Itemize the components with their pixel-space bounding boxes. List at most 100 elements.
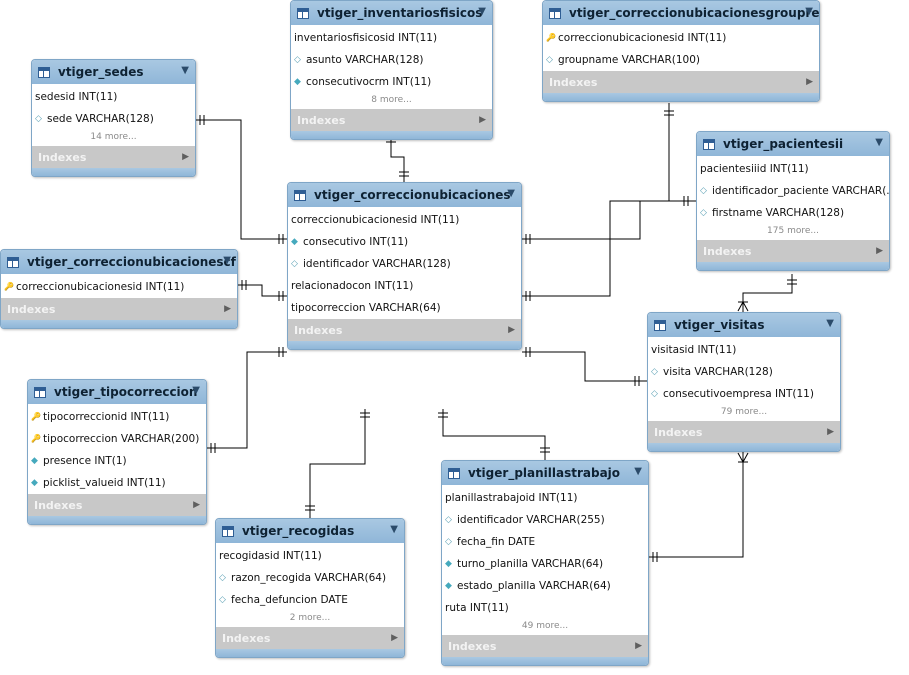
column-row[interactable]: ◇identificador VARCHAR(128) — [288, 253, 521, 275]
collapse-toggle-icon[interactable]: ▼ — [478, 6, 486, 17]
indexes-section[interactable]: Indexes ▶ — [32, 146, 195, 168]
table-header[interactable]: vtiger_recogidas▼ — [216, 519, 404, 543]
table-header[interactable]: vtiger_correccionubicacionesgrouprel▼ — [543, 1, 819, 25]
column-row[interactable]: planillastrabajoid INT(11) — [442, 487, 648, 509]
column-row[interactable]: ruta INT(11) — [442, 597, 648, 619]
column-row[interactable]: 🔑tipocorreccionid INT(11) — [28, 406, 206, 428]
collapse-toggle-icon[interactable]: ▼ — [192, 385, 200, 396]
table-header[interactable]: vtiger_planillastrabajo▼ — [442, 461, 648, 485]
column-row[interactable]: ◇fecha_defuncion DATE — [216, 589, 404, 611]
column-row[interactable]: 🔑correccionubicacionesid INT(11) — [1, 276, 237, 298]
column-row[interactable]: 🔑tipocorreccion VARCHAR(200) — [28, 428, 206, 450]
expand-indexes-icon[interactable]: ▶ — [508, 325, 515, 335]
collapse-toggle-icon[interactable]: ▼ — [875, 137, 883, 148]
column-row[interactable]: ◇visita VARCHAR(128) — [648, 361, 840, 383]
table-header[interactable]: vtiger_correccionubicacionescf▼ — [1, 250, 237, 274]
expand-indexes-icon[interactable]: ▶ — [224, 304, 231, 314]
table-vtiger-correccionubicacionesgrouprel[interactable]: vtiger_correccionubicacionesgrouprel▼🔑co… — [542, 0, 820, 102]
indexes-section[interactable]: Indexes ▶ — [543, 71, 819, 93]
expand-indexes-icon[interactable]: ▶ — [806, 77, 813, 87]
expand-indexes-icon[interactable]: ▶ — [827, 427, 834, 437]
collapse-toggle-icon[interactable]: ▼ — [634, 466, 642, 477]
column-row[interactable]: ◇consecutivoempresa INT(11) — [648, 383, 840, 405]
table-header[interactable]: vtiger_inventariosfisicos▼ — [291, 1, 492, 25]
table-vtiger-visitas[interactable]: vtiger_visitas▼visitasid INT(11)◇visita … — [647, 312, 841, 452]
table-header[interactable]: vtiger_pacientesii▼ — [697, 132, 889, 156]
column-row[interactable]: visitasid INT(11) — [648, 339, 840, 361]
column-row[interactable]: pacientesiiid INT(11) — [697, 158, 889, 180]
expand-indexes-icon[interactable]: ▶ — [479, 115, 486, 125]
column-row[interactable]: ◇fecha_fin DATE — [442, 531, 648, 553]
collapse-toggle-icon[interactable]: ▼ — [805, 6, 813, 17]
column-row[interactable]: ◇sede VARCHAR(128) — [32, 108, 195, 130]
more-columns-link[interactable]: 14 more... — [90, 132, 137, 142]
expand-indexes-icon[interactable]: ▶ — [635, 641, 642, 651]
column-row[interactable]: ◆consecutivocrm INT(11) — [291, 71, 492, 93]
table-vtiger-correccionubicacionescf[interactable]: vtiger_correccionubicacionescf▼🔑correcci… — [0, 249, 238, 329]
more-columns-link[interactable]: 2 more... — [289, 613, 331, 623]
column-row[interactable]: ◇asunto VARCHAR(128) — [291, 49, 492, 71]
column-row[interactable]: tipocorreccion VARCHAR(64) — [288, 297, 521, 319]
indexes-section[interactable]: Indexes▶ — [442, 635, 648, 657]
column-row[interactable]: inventariosfisicosid INT(11) — [291, 27, 492, 49]
column-row[interactable]: ◆turno_planilla VARCHAR(64) — [442, 553, 648, 575]
table-header[interactable]: vtiger_tipocorreccion▼ — [28, 380, 206, 404]
collapse-toggle-icon[interactable]: ▼ — [181, 65, 189, 76]
collapse-toggle-icon[interactable]: ▼ — [223, 255, 231, 266]
column-row[interactable]: ◇identificador VARCHAR(255) — [442, 509, 648, 531]
indexes-label: Indexes — [549, 75, 598, 89]
indexes-section[interactable]: Indexes▶ — [291, 109, 492, 131]
indexes-section[interactable]: Indexes▶ — [697, 240, 889, 262]
table-vtiger-pacientesii[interactable]: vtiger_pacientesii▼pacientesiiid INT(11)… — [696, 131, 890, 271]
table-header[interactable]: vtiger_correccionubicaciones▼ — [288, 183, 521, 207]
table-vtiger-recogidas[interactable]: vtiger_recogidas▼recogidasid INT(11)◇raz… — [215, 518, 405, 658]
column-row[interactable]: ◆presence INT(1) — [28, 450, 206, 472]
column-row[interactable]: recogidasid INT(11) — [216, 545, 404, 567]
column-row[interactable]: sedesid INT(11) — [32, 86, 195, 108]
indexes-section[interactable]: Indexes▶ — [288, 319, 521, 341]
indexes-section[interactable]: Indexes▶ — [648, 421, 840, 443]
more-columns-link[interactable]: 79 more... — [720, 407, 768, 417]
indexes-label: Indexes — [38, 150, 87, 164]
column-row[interactable]: ◇groupname VARCHAR(100) — [543, 49, 819, 71]
table-vtiger-correccionubicaciones[interactable]: vtiger_correccionubicaciones▼ correccionu… — [287, 182, 522, 350]
column-row[interactable]: ◆estado_planilla VARCHAR(64) — [442, 575, 648, 597]
column-row[interactable]: ◆consecutivo INT(11) — [288, 231, 521, 253]
table-columns: 🔑correccionubicacionesid INT(11)◇groupna… — [543, 25, 819, 71]
more-columns-link[interactable]: 49 more... — [521, 621, 569, 631]
column-row[interactable]: relacionadocon INT(11) — [288, 275, 521, 297]
more-columns-link[interactable]: 175 more... — [767, 226, 819, 236]
column-diamond-icon: ◇ — [546, 55, 553, 65]
expand-indexes-icon[interactable]: ▶ — [193, 500, 200, 510]
table-vtiger-planillastrabajo[interactable]: vtiger_planillastrabajo▼planillastrabajo… — [441, 460, 649, 666]
table-vtiger-sedes[interactable]: vtiger_sedes▼sedesid INT(11)◇sede VARCHA… — [31, 59, 196, 177]
expand-indexes-icon[interactable]: ▶ — [182, 152, 189, 162]
column-row[interactable]: ◇razon_recogida VARCHAR(64) — [216, 567, 404, 589]
more-columns-link[interactable]: 8 more... — [371, 95, 412, 105]
column-label: relacionadocon INT(11) — [291, 280, 414, 292]
table-vtiger-inventariosfisicos[interactable]: vtiger_inventariosfisicos▼inventariosfis… — [290, 0, 493, 140]
table-header[interactable]: vtiger_sedes▼ — [32, 60, 195, 84]
indexes-section[interactable]: Indexes▶ — [1, 298, 237, 320]
column-row[interactable]: ◆picklist_valueid INT(11) — [28, 472, 206, 494]
column-row[interactable]: correccionubicacionesid INT(11) — [288, 209, 521, 231]
table-name: vtiger_correccionubicacionescf — [27, 255, 236, 269]
expand-indexes-icon[interactable]: ▶ — [876, 246, 883, 256]
column-row[interactable]: ◇identificador_paciente VARCHAR(... — [697, 180, 889, 202]
column-label: correccionubicacionesid INT(11) — [291, 214, 460, 226]
indexes-section[interactable]: Indexes▶ — [216, 627, 404, 649]
column-label: correccionubicacionesid INT(11) — [558, 32, 727, 44]
collapse-toggle-icon[interactable]: ▼ — [390, 524, 398, 535]
expand-indexes-icon[interactable]: ▶ — [391, 633, 398, 643]
collapse-toggle-icon[interactable]: ▼ — [507, 188, 515, 199]
column-diamond-icon: ◇ — [700, 208, 707, 218]
table-vtiger-tipocorreccion[interactable]: vtiger_tipocorreccion▼🔑tipocorreccionid … — [27, 379, 207, 525]
indexes-section[interactable]: Indexes▶ — [28, 494, 206, 516]
column-row[interactable]: 🔑correccionubicacionesid INT(11) — [543, 27, 819, 49]
collapse-toggle-icon[interactable]: ▼ — [826, 318, 834, 329]
table-icon — [34, 386, 46, 398]
relation-pacientesii-visitas — [737, 274, 797, 312]
table-header[interactable]: vtiger_visitas▼ — [648, 313, 840, 337]
relation-correccionubicaciones-visitas — [522, 347, 647, 386]
column-row[interactable]: ◇firstname VARCHAR(128) — [697, 202, 889, 224]
